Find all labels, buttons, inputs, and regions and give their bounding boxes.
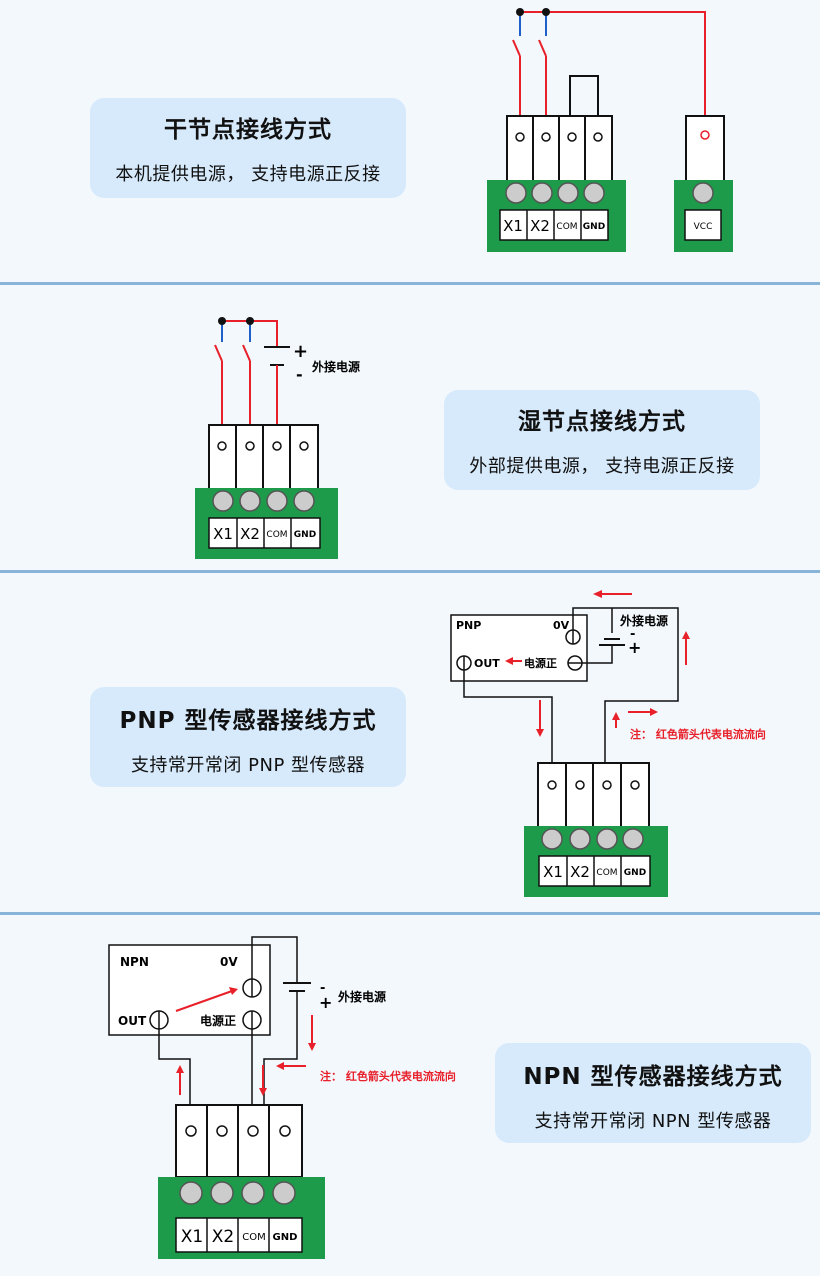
terminal-com-label: COM <box>242 1232 265 1243</box>
divider-3 <box>0 912 820 915</box>
pnp-subtitle: 支持常开常闭 PNP 型传感器 <box>130 755 366 776</box>
npn-current-arrows <box>175 987 316 1096</box>
wet-contact-diagram: + - 外接电源 X1 X2 COM GND <box>195 317 360 559</box>
terminal-gnd-label: GND <box>273 1232 298 1243</box>
wet-plus-sign: + <box>293 341 308 362</box>
terminal-x1-label: X1 <box>503 217 523 235</box>
npn-power-pos-label: 电源正 <box>200 1013 236 1028</box>
section-dry-contact: 干节点接线方式 本机提供电源， 支持电源正反接 <box>0 0 820 282</box>
wet-contact-wires: + - 外接电源 <box>214 317 360 445</box>
npn-subtitle: 支持常开常闭 NPN 型传感器 <box>534 1111 772 1132</box>
pnp-title: PNP 型传感器接线方式 <box>119 708 377 734</box>
wet-contact-title: 湿节点接线方式 <box>518 409 686 435</box>
wet-supply-label: 外接电源 <box>312 359 360 374</box>
terminal-block-2: X1 X2 COM GND <box>195 424 338 559</box>
npn-wires: - + 外接电源 <box>158 936 386 1127</box>
section-npn: NPN 型传感器接线方式 支持常开常闭 NPN 型传感器 NPN 0V OUT … <box>0 915 820 1276</box>
terminal-vcc-label: VCC <box>694 222 713 232</box>
npn-sensor-box: NPN 0V OUT 电源正 <box>108 944 271 1036</box>
terminal-com-label: COM <box>556 222 577 232</box>
dry-contact-title: 干节点接线方式 <box>164 117 332 143</box>
pnp-current-arrows <box>505 590 690 737</box>
section-wet-contact: 湿节点接线方式 外部提供电源， 支持电源正反接 + - 外接电源 <box>0 285 820 570</box>
terminal-x2-label: X2 <box>570 863 590 881</box>
npn-sensor-name: NPN <box>120 955 149 969</box>
pnp-zero-v-label: 0V <box>553 619 570 632</box>
pnp-power-pos-label: 电源正 <box>524 656 557 670</box>
npn-card: NPN 型传感器接线方式 支持常开常闭 NPN 型传感器 <box>495 1043 811 1143</box>
pnp-sensor-box: PNP 0V OUT 电源正 <box>450 614 588 682</box>
pnp-sensor-name: PNP <box>456 619 481 632</box>
wet-minus-sign: - <box>296 365 303 384</box>
pnp-card: PNP 型传感器接线方式 支持常开常闭 PNP 型传感器 <box>90 687 406 787</box>
pnp-out-label: OUT <box>474 657 500 670</box>
terminal-gnd-label: GND <box>624 868 646 878</box>
terminal-x2-label: X2 <box>240 525 260 543</box>
pnp-wires: 外接电源 - + <box>463 607 679 768</box>
terminal-x2-label: X2 <box>212 1227 234 1247</box>
terminal-block-1: X1 X2 COM GND <box>487 115 626 252</box>
terminal-x1-label: X1 <box>543 863 563 881</box>
npn-note: 注： 红色箭头代表电流流向 <box>320 1069 456 1083</box>
divider-2 <box>0 570 820 573</box>
terminal-com-label: COM <box>266 530 287 540</box>
vcc-terminal-block: VCC <box>674 115 733 252</box>
terminal-x2-label: X2 <box>530 217 550 235</box>
dry-contact-diagram: X1 X2 COM GND VCC <box>487 8 733 252</box>
dry-contact-subtitle: 本机提供电源， 支持电源正反接 <box>115 164 381 185</box>
npn-minus-sign: - <box>320 981 325 996</box>
terminal-x1-label: X1 <box>181 1227 203 1247</box>
pnp-plus-sign: + <box>628 638 641 657</box>
npn-supply-label: 外接电源 <box>338 989 386 1004</box>
terminal-gnd-label: GND <box>583 222 605 232</box>
section-pnp: PNP 型传感器接线方式 支持常开常闭 PNP 型传感器 PNP 0V OUT … <box>0 573 820 912</box>
divider-1 <box>0 282 820 285</box>
terminal-block-4: X1 X2 COM GND <box>158 1104 325 1259</box>
npn-zero-v-label: 0V <box>220 955 238 969</box>
pnp-diagram: PNP 0V OUT 电源正 外接电源 - + <box>450 590 766 897</box>
npn-plus-sign: + <box>319 993 332 1012</box>
wet-contact-card: 湿节点接线方式 外部提供电源， 支持电源正反接 <box>444 390 760 490</box>
terminal-x1-label: X1 <box>213 525 233 543</box>
npn-diagram: NPN 0V OUT 电源正 - + 外接电源 <box>108 936 456 1259</box>
wet-contact-subtitle: 外部提供电源， 支持电源正反接 <box>469 456 735 477</box>
npn-title: NPN 型传感器接线方式 <box>523 1064 783 1090</box>
terminal-gnd-label: GND <box>294 530 316 540</box>
terminal-block-3: X1 X2 COM GND <box>524 762 668 897</box>
npn-out-label: OUT <box>118 1014 147 1028</box>
terminal-com-label: COM <box>596 868 617 878</box>
pnp-note: 注： 红色箭头代表电流流向 <box>630 727 766 741</box>
pnp-supply-label: 外接电源 <box>620 613 668 628</box>
pnp-minus-sign: - <box>630 627 635 642</box>
dry-contact-card: 干节点接线方式 本机提供电源， 支持电源正反接 <box>90 98 406 198</box>
